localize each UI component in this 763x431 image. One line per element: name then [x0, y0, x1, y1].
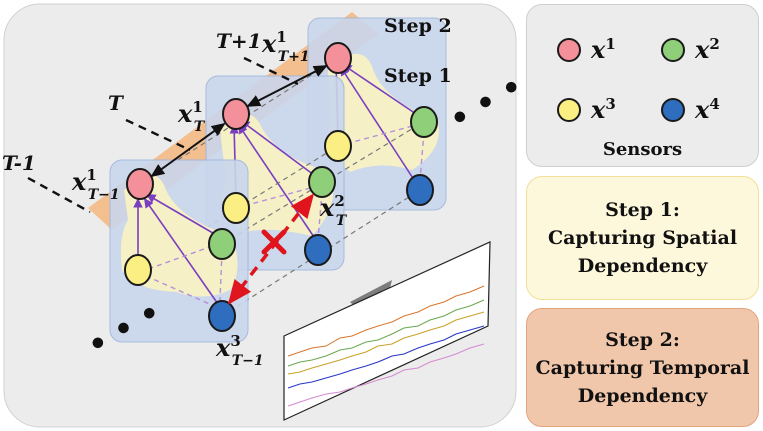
red-dependency-arrow: [227, 193, 315, 305]
node-x3-t-plus-1: [324, 130, 352, 162]
legend-item-x1: x1: [557, 35, 616, 64]
time-markers: [27, 56, 299, 214]
node-x1-t-minus-1: [126, 168, 154, 200]
legend-dot-x4: [661, 97, 685, 122]
label-t: T: [108, 91, 125, 115]
sensors-legend-panel: x1 x2 x3 x4 Sensors: [526, 4, 759, 167]
legend-item-x3: x3: [557, 95, 616, 124]
legend-dot-x1: [557, 37, 581, 62]
node-x3-t-minus-1: [124, 254, 152, 286]
node-x2-t-minus-1: [208, 228, 236, 260]
step2-description-box: Step 2: Capturing Temporal Dependency: [526, 308, 759, 427]
label-step1: Step 1: [384, 65, 452, 87]
step2-description-text: Step 2: Capturing Temporal Dependency: [535, 328, 750, 407]
node-x1-t-plus-1: [324, 42, 352, 74]
legend-dot-x2: [661, 37, 685, 62]
legend-item-x2: x2: [661, 35, 720, 64]
node-x3-t: [222, 192, 250, 224]
sensors-legend-title: Sensors: [602, 139, 683, 160]
node-x4-t: [304, 234, 332, 266]
step1-description-box: Step 1: Capturing Spatial Dependency: [526, 176, 759, 300]
node-x2-t: [308, 166, 336, 198]
label-t-plus-1: T+1: [216, 29, 262, 53]
label-t-minus-1: T-1: [2, 151, 36, 175]
node-x4-t-plus-1: [406, 174, 434, 206]
step1-description-text: Step 1: Capturing Spatial Dependency: [547, 199, 738, 277]
label-step2: Step 2: [384, 15, 452, 37]
legend-item-x4: x4: [661, 95, 720, 124]
cross-mark-icon: [261, 229, 287, 255]
node-x1-t: [222, 98, 250, 130]
time-series-signal-icon: [283, 241, 491, 421]
node-x4-t-minus-1: [208, 300, 236, 332]
double-arrow-icon: [150, 65, 328, 178]
node-x2-t-plus-1: [410, 106, 438, 138]
legend-dot-x3: [557, 97, 581, 122]
